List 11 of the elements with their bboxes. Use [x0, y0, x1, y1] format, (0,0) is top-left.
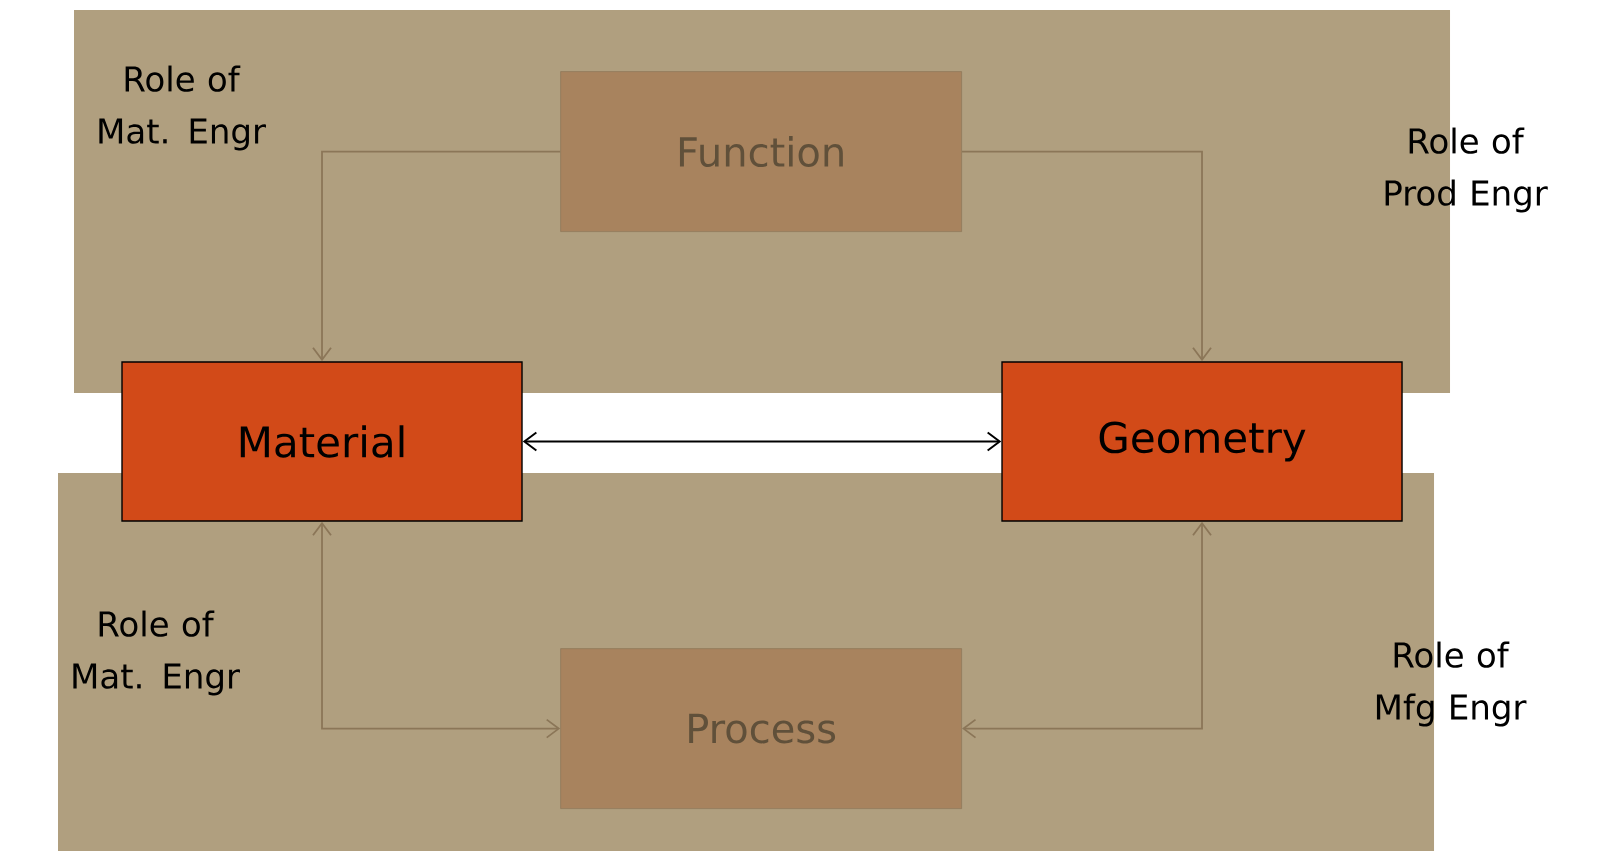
role-label: Role of Mat. Engr — [99, 65, 266, 151]
arrow — [312, 521, 561, 739]
process-box: Function — [560, 71, 962, 232]
process-box: Material — [121, 361, 523, 522]
arrow — [961, 150, 1212, 362]
arrow — [962, 521, 1212, 739]
arrow — [312, 150, 562, 362]
arrow — [522, 431, 1002, 452]
role-label: Role of Mat. Engr — [73, 610, 240, 696]
process-box: Geometry — [1001, 361, 1403, 522]
process-box: Process — [560, 648, 962, 809]
